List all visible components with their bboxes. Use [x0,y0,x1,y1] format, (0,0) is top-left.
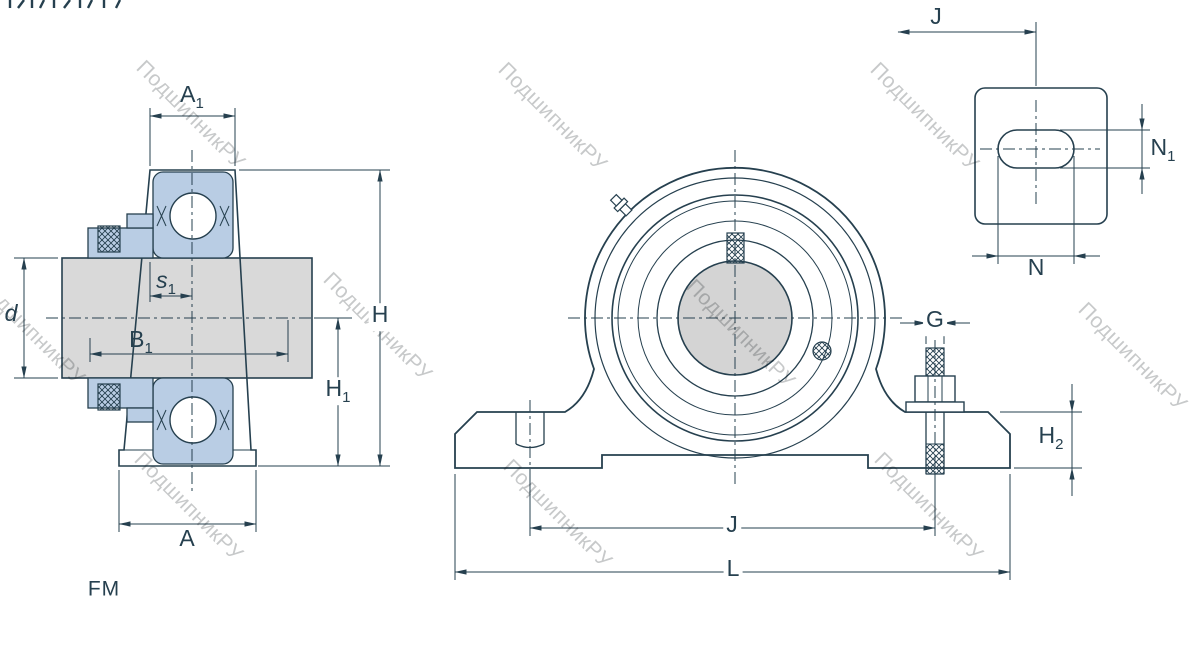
dim-N [972,156,1100,264]
dim-J-top [897,22,1037,86]
set-screw-side-hole [812,341,832,361]
dim-label-B1: B1 [129,326,153,357]
view-designation-label: FM [87,577,121,601]
dim-label-A1: A1 [180,81,204,112]
seal-marks [156,205,230,431]
collar-step-upper [126,213,154,229]
set-screw-lower [97,383,121,411]
dim-N1 [1060,104,1150,194]
dim-label-H1: H1 [322,377,354,405]
bolt-slot-obround [997,129,1075,169]
set-screw-upper [97,225,121,253]
cropped-text-fragment [8,0,122,9]
dim-label-J-top: J [930,3,942,30]
dim-H2 [1000,384,1082,496]
housing-body-outline [454,167,1011,469]
bearing-outer-circle [611,194,859,442]
dim-s1 [149,262,193,302]
dim-label-N1: N1 [1150,134,1176,165]
dim-label-G: G [923,308,947,336]
dim-label-A: A [179,525,195,552]
collar-step-lower [126,407,154,423]
base-plate-outline [974,87,1108,225]
dim-label-J-front: J [723,513,741,541]
ball-lower [169,396,217,444]
dim-label-s1: s1 [156,267,176,298]
dim-A [118,470,257,532]
dim-B1 [89,320,289,362]
grease-nipple-icon [609,193,633,217]
dim-label-N: N [1027,254,1045,281]
dim-label-H2: H2 [1038,422,1064,453]
dim-label-L: L [723,557,743,585]
dim-label-d: d [4,300,18,327]
top-view [974,87,1108,225]
dim-label-H: H [368,303,392,331]
ball-upper [169,192,217,240]
dim-A1 [149,108,236,166]
housing-outline [118,169,257,467]
dim-d [14,257,58,379]
